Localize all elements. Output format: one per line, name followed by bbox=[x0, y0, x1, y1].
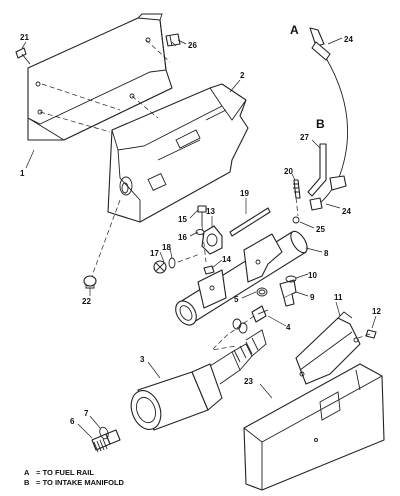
callout-11: 11 bbox=[334, 293, 343, 302]
legend: A = TO FUEL RAIL B = TO INTAKE MANIFOLD bbox=[24, 468, 124, 488]
legend-text-a: TO FUEL RAIL bbox=[42, 468, 94, 477]
callout-24-top: 24 bbox=[344, 35, 353, 44]
callout-9: 9 bbox=[310, 293, 315, 302]
legend-text-b: TO INTAKE MANIFOLD bbox=[42, 478, 124, 487]
callout-14: 14 bbox=[222, 255, 231, 264]
callout-22: 22 bbox=[82, 297, 91, 306]
part-14-nut bbox=[203, 265, 215, 275]
callout-23: 23 bbox=[244, 377, 253, 386]
callout-labels: 1 2 3 4 5 6 7 8 9 10 11 12 13 14 15 16 1… bbox=[20, 23, 381, 426]
part-21-bolt bbox=[15, 47, 31, 65]
part-23-cover bbox=[243, 363, 385, 491]
callout-10: 10 bbox=[308, 271, 317, 280]
part-15-screw bbox=[197, 205, 207, 226]
callout-6: 6 bbox=[70, 417, 75, 426]
part-8-cooler-tube bbox=[175, 230, 308, 326]
callout-16: 16 bbox=[178, 233, 187, 242]
callout-5: 5 bbox=[234, 295, 239, 304]
callout-21: 21 bbox=[20, 33, 29, 42]
part-4-fitting bbox=[251, 305, 269, 323]
callout-1: 1 bbox=[20, 169, 25, 178]
callout-26: 26 bbox=[188, 41, 197, 50]
part-3-fuel-pump bbox=[130, 329, 267, 431]
callout-15: 15 bbox=[178, 215, 187, 224]
legend-key-b: B bbox=[24, 478, 30, 487]
part-11-pump-bracket bbox=[295, 311, 361, 385]
callout-8: 8 bbox=[324, 249, 329, 258]
callout-2: 2 bbox=[240, 71, 245, 80]
callout-17: 17 bbox=[150, 249, 159, 258]
part-22-plug bbox=[83, 275, 97, 289]
part-20-stud bbox=[293, 179, 301, 199]
callout-19: 19 bbox=[240, 189, 249, 198]
part-10-o-ring bbox=[285, 275, 297, 283]
legend-row-b: B = TO INTAKE MANIFOLD bbox=[24, 478, 124, 488]
part-17-screw bbox=[153, 260, 167, 274]
part-25-seal bbox=[292, 216, 300, 224]
leader-lines bbox=[21, 37, 377, 439]
callout-20: 20 bbox=[284, 167, 293, 176]
part-26-clip bbox=[165, 33, 181, 47]
callout-3: 3 bbox=[140, 355, 145, 364]
part-12-screw bbox=[365, 329, 377, 339]
part-13-clamp bbox=[201, 225, 223, 255]
part-7-o-ring bbox=[99, 426, 109, 440]
part-9-elbow-fitting bbox=[279, 279, 297, 307]
part-16-washer bbox=[195, 229, 205, 235]
marker-b: B bbox=[316, 117, 325, 131]
callout-12: 12 bbox=[372, 307, 381, 316]
part-1-mounting-bracket bbox=[27, 13, 173, 141]
part-5-o-rings bbox=[232, 287, 268, 334]
part-18-washer bbox=[168, 257, 176, 269]
legend-key-a: A bbox=[24, 468, 30, 477]
legend-eq-b: = bbox=[36, 478, 41, 487]
callout-25: 25 bbox=[316, 225, 325, 234]
part-2-cooler-housing bbox=[107, 83, 249, 223]
callout-24-bottom: 24 bbox=[342, 207, 351, 216]
callout-4: 4 bbox=[286, 323, 291, 332]
callout-27: 27 bbox=[300, 133, 309, 142]
callout-7: 7 bbox=[84, 409, 89, 418]
part-27-hose bbox=[307, 143, 327, 197]
marker-a: A bbox=[290, 23, 299, 37]
legend-eq-a: = bbox=[36, 468, 41, 477]
callout-18: 18 bbox=[162, 243, 171, 252]
part-24-fuel-line bbox=[309, 27, 349, 211]
part-19-rod bbox=[229, 207, 271, 237]
legend-row-a: A = TO FUEL RAIL bbox=[24, 468, 124, 478]
part-6-fitting bbox=[91, 429, 121, 453]
alignment-lines bbox=[39, 39, 371, 351]
callout-13: 13 bbox=[206, 207, 215, 216]
